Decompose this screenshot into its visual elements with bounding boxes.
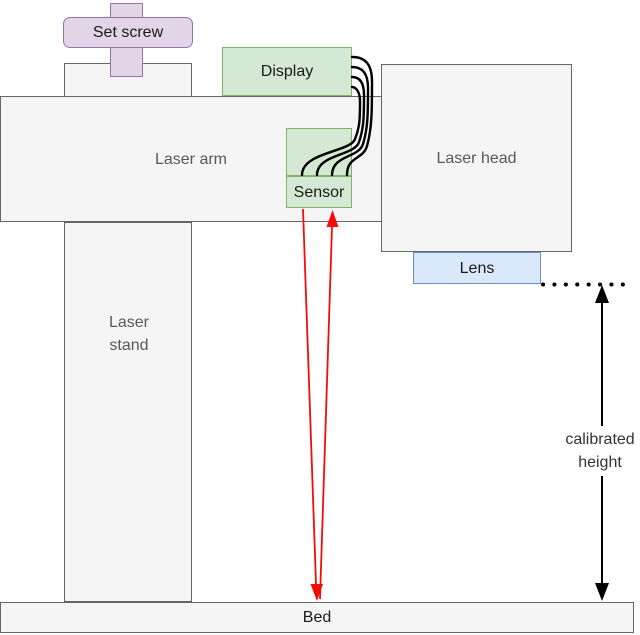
bed-label: Bed (302, 609, 332, 626)
sensor-wire-bay (286, 128, 352, 176)
display-label: Display (260, 63, 314, 80)
laser-beam-up-line (319, 226, 333, 600)
lens-box: Lens (413, 252, 541, 284)
laser-head-box: Laser head (381, 64, 572, 252)
laser-beam-down-arrowhead (310, 584, 323, 601)
display-box: Display (222, 47, 352, 96)
calibrated-height-up-arrowhead (595, 285, 609, 303)
calibrated-height-down-arrowhead (595, 583, 609, 601)
laser-head-label: Laser head (436, 149, 517, 167)
laser-stand-box: Laser stand (64, 222, 192, 602)
set-screw-label: Set screw (92, 24, 164, 41)
sensor-box: Sensor (286, 176, 352, 208)
sensor-label: Sensor (293, 183, 345, 201)
lens-label: Lens (459, 259, 495, 277)
set-screw-box: Set screw (63, 17, 193, 48)
laser-arm-label: Laser arm (154, 150, 228, 168)
laser-stand-label: Laser stand (108, 314, 150, 354)
laser-beam (302, 208, 339, 601)
calibrated-height-label: calibrated height (558, 427, 640, 475)
laser-beam-down-line (302, 208, 317, 585)
bed-box: Bed (0, 602, 634, 633)
